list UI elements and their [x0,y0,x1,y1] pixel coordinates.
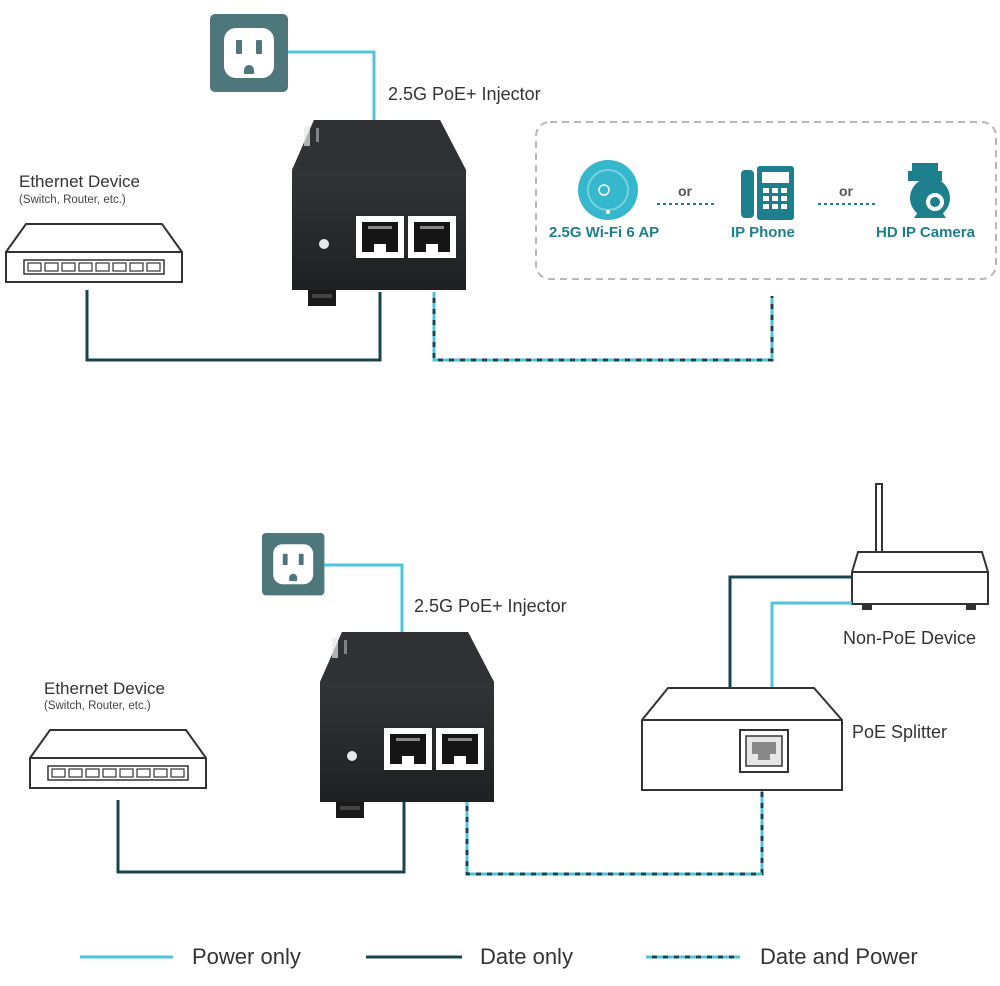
splitter-data-line [728,575,852,690]
legend-data-label: Date only [480,944,573,969]
power-outlet-icon [210,14,288,92]
bottom-power-line [324,563,404,634]
bottom-data-power-line-dash [465,790,764,876]
top-data-power-line-dash [432,292,774,362]
ethernet-switch-icon [5,223,183,283]
ethernet-switch-icon [29,729,207,789]
splitter-power-line [770,601,852,690]
or-label: or [678,183,692,199]
bottom-injector-label: 2.5G PoE+ Injector [414,596,567,616]
power-outlet-icon [262,533,325,596]
poe-injector-device [292,120,466,306]
top-data-power-line-dark [432,292,774,362]
bottom-data-line [116,800,406,874]
top-data-line [85,290,382,362]
or-label: or [839,183,853,199]
endpoint-label-camera: HD IP Camera [876,224,975,241]
top-scenario [5,14,997,362]
top-power-line [288,50,376,122]
bottom-data-power-line-dark [465,790,764,876]
access-point-icon [578,160,638,220]
bottom-scenario [29,483,989,876]
ip-camera-icon [908,163,950,218]
legend-power-label: Power only [192,944,301,969]
poe-splitter-icon [641,687,843,791]
endpoints-box [535,121,997,280]
bottom-ethernet-device-title: Ethernet Device [44,679,165,698]
non-poe-device-label: Non-PoE Device [843,628,977,648]
router-icon [851,483,989,610]
endpoint-label-phone: IP Phone [731,224,795,241]
top-injector-label: 2.5G PoE+ Injector [388,84,541,104]
top-ethernet-device-title: Ethernet Device [19,172,140,191]
bottom-ethernet-device-subtitle: (Switch, Router, etc.) [44,700,151,712]
endpoint-label-ap: 2.5G Wi-Fi 6 AP [549,224,660,241]
poe-injector-device [320,632,494,818]
top-ethernet-device-subtitle: (Switch, Router, etc.) [19,194,126,206]
poe-splitter-label: PoE Splitter [852,722,948,742]
legend-data-power-label: Date and Power [760,944,918,969]
ip-phone-icon [741,166,794,220]
